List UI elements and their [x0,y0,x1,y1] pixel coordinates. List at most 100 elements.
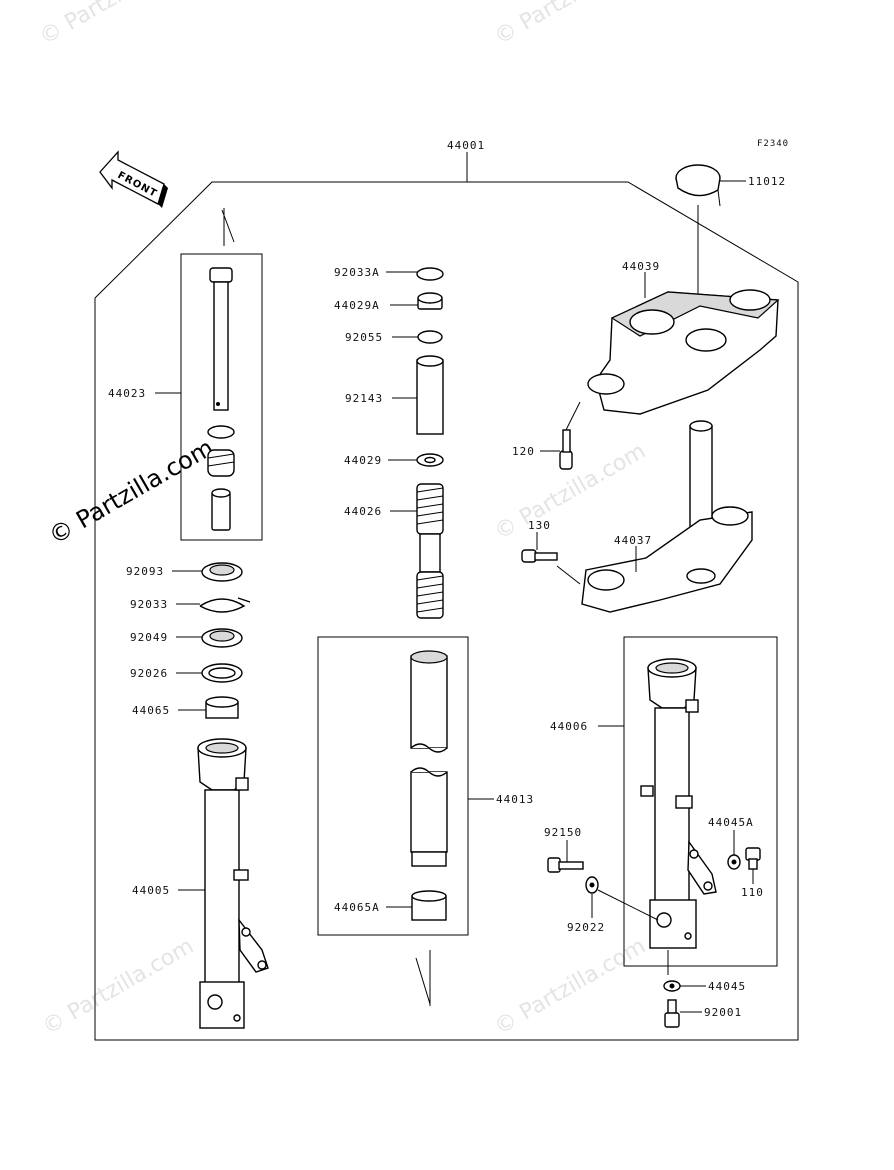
collar-92143-top [416,355,444,367]
washer-92022-hole [589,882,595,888]
spring-coil-2 [416,495,444,501]
damper-rod-shaft [213,281,229,411]
inner-tube-lower-cut [410,767,448,777]
bolt-92150-shank [558,861,584,870]
label-44045: 44045 [708,980,746,993]
box-44013 [317,636,469,936]
label-92026: 92026 [130,667,168,680]
label-92093: 92093 [126,565,164,578]
box-44023 [180,253,263,541]
bolt-120-shank [562,429,571,453]
part-labels: 44001 11012 44039 92033A 44029A 92055 92… [108,139,785,1019]
inner-tube-upper [410,655,448,749]
upper-clamp-left-hole [629,309,675,335]
label-44023: 44023 [108,387,146,400]
label-44065: 44065 [132,704,170,717]
upper-clamp-center-hole [685,328,727,352]
bolt-92001-shank [667,999,677,1015]
outer-tube-44005-bolt [233,1014,241,1022]
bolt-120-head [559,450,573,470]
label-44006: 44006 [550,720,588,733]
inner-tube-44013 [386,650,494,921]
bolt-110-shank [748,858,758,870]
direction-mark-top-slant [221,209,235,243]
lower-clamp-right-ring [711,506,749,526]
lower-clamp-body [581,511,753,613]
spring-coil-4 [416,511,444,517]
inner-tube-upper-cut [410,743,448,753]
bolt-130-head [521,549,537,563]
label-92022: 92022 [567,921,605,934]
leader-130-to-clamp [556,565,581,585]
spring-coil-6 [416,575,444,581]
bolt-92150-head [547,857,561,873]
label-92001: 92001 [704,1006,742,1019]
lower-clamp-left-ring [587,569,625,591]
assembly-outline [94,152,799,1041]
outer-tube-44005-mount-hole-1 [241,927,251,937]
watermark-bottom-left: © Partzilla.com [39,934,199,1041]
outer-tube-44005-axle-hole [207,994,223,1010]
spring-coil-10 [416,607,444,613]
outer-tube-44006-foot [649,899,697,949]
outer-tube-44005-body [204,789,240,991]
inner-tube-lower-ring [411,851,447,867]
bolt-130 [521,532,581,585]
outer-tube-44006-side-lug [675,795,693,809]
outer-tube-44006 [598,658,717,949]
damper-rod-piece-top [211,488,231,498]
spacer-44029A-top [417,292,443,304]
spring-coil-3 [416,503,444,509]
inner-tube-lower [410,771,448,853]
outer-tube-44006-bore [655,662,689,674]
spring-coil-1 [416,487,444,493]
spring-coil-5 [416,519,444,525]
outer-tube-44005-mount-hole-2 [257,960,267,970]
damper-rod-piece [211,491,231,531]
damper-rod-top [209,267,233,283]
cap-body [675,177,721,197]
bolt-130-shank [534,552,558,561]
label-44001: 44001 [447,139,485,152]
bolt-92001-head [664,1012,680,1028]
label-120: 120 [512,445,535,458]
label-44029: 44029 [344,454,382,467]
outer-tube-44006-mount-hole-1 [689,849,699,859]
fasteners-right [727,830,761,884]
washer-44029-hole [424,456,436,464]
fasteners-bottom [663,950,706,1028]
label-92033A: 92033A [334,266,380,279]
label-44026: 44026 [344,505,382,518]
dust-seal-92093-inner [209,564,235,576]
label-92150: 92150 [544,826,582,839]
spring-coil-7 [416,583,444,589]
outer-tube-44006-bolt [684,932,692,940]
outer-tube-44006-axle-hole [656,912,672,928]
outer-tube-44005 [178,738,269,1029]
bushing-44065-top [205,696,239,708]
outer-tube-44006-mount-hole-2 [703,881,713,891]
upper-clamp-front-ring [587,373,625,395]
spring-coil-9 [416,599,444,605]
label-92049: 92049 [130,631,168,644]
steering-stem-top [689,420,713,432]
seal-stack [172,562,251,719]
outer-tube-44006-lug [685,699,699,713]
upper-clamp-right-hole [729,289,771,311]
cap-pin [717,189,721,207]
washer-92026-hole [208,667,236,679]
washer-44045A-hole [731,859,737,865]
clip-92033 [199,597,251,613]
outer-tube-44005-side-lug [233,869,249,881]
label-44029A: 44029A [334,299,380,312]
upper-clamp-44039 [587,272,780,415]
outer-tube-44005-bore [205,742,239,754]
direction-mark-bottom-slant [415,957,431,1005]
label-110: 110 [741,886,764,899]
bolt-110-head [745,847,761,861]
spring-44026-middle [419,533,441,573]
label-130: 130 [528,519,551,532]
damper-rod-hole [216,402,220,406]
label-44037: 44037 [614,534,652,547]
